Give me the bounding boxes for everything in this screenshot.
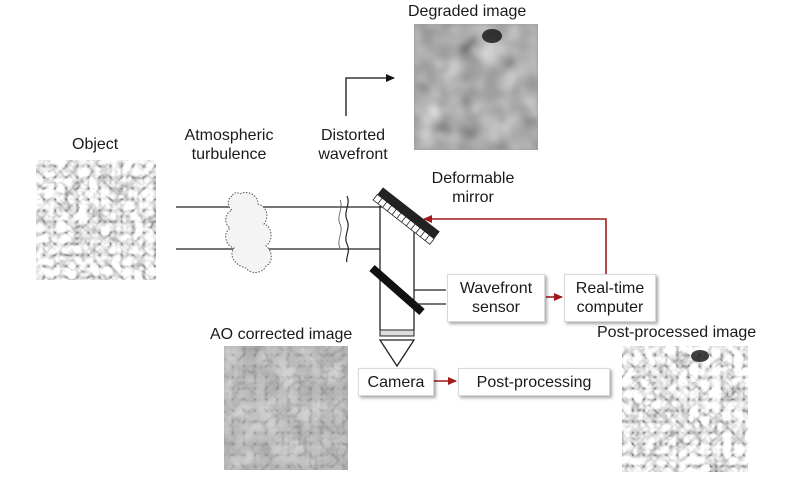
wavefront-sensor-box: Wavefront sensor <box>447 274 545 322</box>
wavefront-sensor-line-2: sensor <box>471 299 521 316</box>
realtime-computer-box: Real-time computer <box>564 274 656 322</box>
degraded-image-arrow <box>345 74 395 116</box>
distorted-wavefront-line-1 <box>345 195 350 263</box>
distorted-wavefront-label: Distorted wavefront <box>304 126 402 164</box>
computer-to-mirror-arrow <box>423 215 607 276</box>
degraded-image <box>414 24 538 150</box>
deformable-mirror-line-2: mirror <box>452 189 494 206</box>
camera-label: Camera <box>367 374 425 391</box>
post-processing-label: Post-processing <box>476 374 592 391</box>
atmospheric-turbulence-line-2: turbulence <box>191 146 267 163</box>
turbulence-cloud <box>225 191 272 273</box>
distorted-wavefront-line-2 <box>338 199 342 249</box>
beam-splitter <box>369 264 425 316</box>
atmospheric-turbulence-line-1: Atmospheric <box>184 127 274 144</box>
deformable-mirror <box>372 187 440 245</box>
deformable-mirror-line-1: Deformable <box>431 170 515 187</box>
camera-lens <box>379 329 415 337</box>
realtime-computer-line-1: Real-time <box>575 280 645 297</box>
post-processing-box: Post-processing <box>458 368 610 396</box>
post-processed-image-label: Post-processed image <box>597 324 757 341</box>
realtime-computer-line-2: computer <box>576 299 644 316</box>
distorted-wavefront-line-2-text: wavefront <box>318 146 388 163</box>
camera-focus-cone <box>378 339 416 368</box>
object-label: Object <box>72 136 119 153</box>
atmospheric-turbulence-label: Atmospheric turbulence <box>176 126 282 164</box>
degraded-image-label: Degraded image <box>408 3 527 20</box>
camera-box: Camera <box>358 368 434 396</box>
wavefront-sensor-line-1: Wavefront <box>459 280 533 297</box>
ao-corrected-image-label: AO corrected image <box>210 326 353 343</box>
deformable-mirror-label: Deformable mirror <box>420 169 526 207</box>
post-processed-image <box>622 346 748 472</box>
distorted-wavefront-line-1-text: Distorted <box>320 127 386 144</box>
object-image <box>36 160 156 280</box>
ao-corrected-image <box>224 346 348 470</box>
